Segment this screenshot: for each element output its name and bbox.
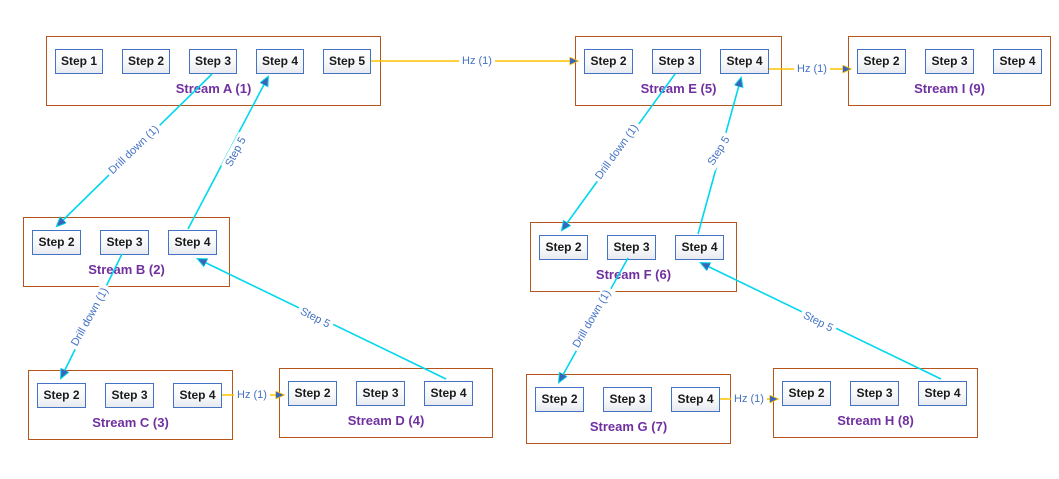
stream-a-label: Stream A (1)	[175, 81, 252, 96]
stream-e-step-3[interactable]: Step 3	[652, 49, 701, 74]
link-label-hz-g-to-h: Hz (1)	[731, 392, 767, 406]
stream-b-step-4[interactable]: Step 4	[168, 230, 217, 255]
stream-i-steps: Step 2 Step 3 Step 4	[857, 49, 1042, 74]
stream-g-label: Stream G (7)	[589, 419, 668, 434]
stream-f-node[interactable]: Step 2 Step 3 Step 4 Stream F (6)	[530, 222, 737, 292]
link-label-step5-h-to-f: Step 5	[797, 307, 839, 337]
stream-g-node[interactable]: Step 2 Step 3 Step 4 Stream G (7)	[526, 374, 731, 444]
stream-c-label: Stream C (3)	[92, 415, 169, 430]
stream-b-steps: Step 2 Step 3 Step 4	[32, 230, 217, 255]
stream-c-steps: Step 2 Step 3 Step 4	[37, 383, 222, 408]
link-label-hz-a-to-e: Hz (1)	[459, 54, 495, 68]
stream-f-step-2[interactable]: Step 2	[539, 235, 588, 260]
stream-g-step-2[interactable]: Step 2	[535, 387, 584, 412]
stream-b-step-2[interactable]: Step 2	[32, 230, 81, 255]
stream-a-step-2[interactable]: Step 2	[122, 49, 170, 74]
stream-b-node[interactable]: Step 2 Step 3 Step 4 Stream B (2)	[23, 217, 230, 287]
link-label-drill-e-to-f: Drill down (1)	[590, 119, 644, 185]
stream-h-step-2[interactable]: Step 2	[782, 381, 831, 406]
stream-e-step-2[interactable]: Step 2	[584, 49, 633, 74]
stream-e-label: Stream E (5)	[640, 81, 717, 96]
stream-h-steps: Step 2 Step 3 Step 4	[782, 381, 967, 406]
stream-d-node[interactable]: Step 2 Step 3 Step 4 Stream D (4)	[279, 368, 493, 438]
stream-e-step-4[interactable]: Step 4	[720, 49, 769, 74]
stream-f-step-3[interactable]: Step 3	[607, 235, 656, 260]
link-label-step5-b-to-a: Step 5	[220, 132, 252, 172]
link-label-drill-a-to-b: Drill down (1)	[103, 120, 165, 180]
stream-a-step-5[interactable]: Step 5	[323, 49, 371, 74]
stream-g-step-3[interactable]: Step 3	[603, 387, 652, 412]
stream-h-step-3[interactable]: Step 3	[850, 381, 899, 406]
stream-c-step-2[interactable]: Step 2	[37, 383, 86, 408]
link-label-hz-e-to-i: Hz (1)	[794, 62, 830, 76]
stream-f-step-4[interactable]: Step 4	[675, 235, 724, 260]
stream-a-node[interactable]: Step 1 Step 2 Step 3 Step 4 Step 5 Strea…	[46, 36, 381, 106]
stream-c-step-4[interactable]: Step 4	[173, 383, 222, 408]
stream-h-label: Stream H (8)	[837, 413, 914, 428]
stream-i-step-4[interactable]: Step 4	[993, 49, 1042, 74]
stream-g-steps: Step 2 Step 3 Step 4	[535, 387, 720, 412]
stream-a-steps: Step 1 Step 2 Step 3 Step 4 Step 5	[55, 49, 371, 74]
stream-f-label: Stream F (6)	[595, 267, 672, 282]
stream-i-label: Stream I (9)	[914, 81, 985, 96]
stream-i-step-3[interactable]: Step 3	[925, 49, 974, 74]
stream-h-node[interactable]: Step 2 Step 3 Step 4 Stream H (8)	[773, 368, 978, 438]
stream-d-step-2[interactable]: Step 2	[288, 381, 337, 406]
stream-e-steps: Step 2 Step 3 Step 4	[584, 49, 769, 74]
stream-d-steps: Step 2 Step 3 Step 4	[288, 381, 473, 406]
link-label-step5-d-to-b: Step 5	[294, 303, 336, 333]
stream-a-step-1[interactable]: Step 1	[55, 49, 103, 74]
stream-g-step-4[interactable]: Step 4	[671, 387, 720, 412]
stream-i-node[interactable]: Step 2 Step 3 Step 4 Stream I (9)	[848, 36, 1051, 106]
stream-c-node[interactable]: Step 2 Step 3 Step 4 Stream C (3)	[28, 370, 233, 440]
stream-a-step-4[interactable]: Step 4	[256, 49, 304, 74]
link-label-step5-f-to-e: Step 5	[703, 131, 735, 171]
stream-d-step-3[interactable]: Step 3	[356, 381, 405, 406]
stream-f-steps: Step 2 Step 3 Step 4	[539, 235, 724, 260]
stream-d-label: Stream D (4)	[347, 413, 425, 428]
link-label-drill-b-to-c: Drill down (1)	[66, 282, 114, 352]
stream-a-step-3[interactable]: Step 3	[189, 49, 237, 74]
link-label-drill-f-to-g: Drill down (1)	[568, 284, 616, 354]
stream-d-step-4[interactable]: Step 4	[424, 381, 473, 406]
stream-b-label: Stream B (2)	[88, 262, 165, 277]
stream-i-step-2[interactable]: Step 2	[857, 49, 906, 74]
stream-h-step-4[interactable]: Step 4	[918, 381, 967, 406]
stream-b-step-3[interactable]: Step 3	[100, 230, 149, 255]
stream-c-step-3[interactable]: Step 3	[105, 383, 154, 408]
link-label-hz-c-to-d: Hz (1)	[234, 388, 270, 402]
stream-e-node[interactable]: Step 2 Step 3 Step 4 Stream E (5)	[575, 36, 782, 106]
